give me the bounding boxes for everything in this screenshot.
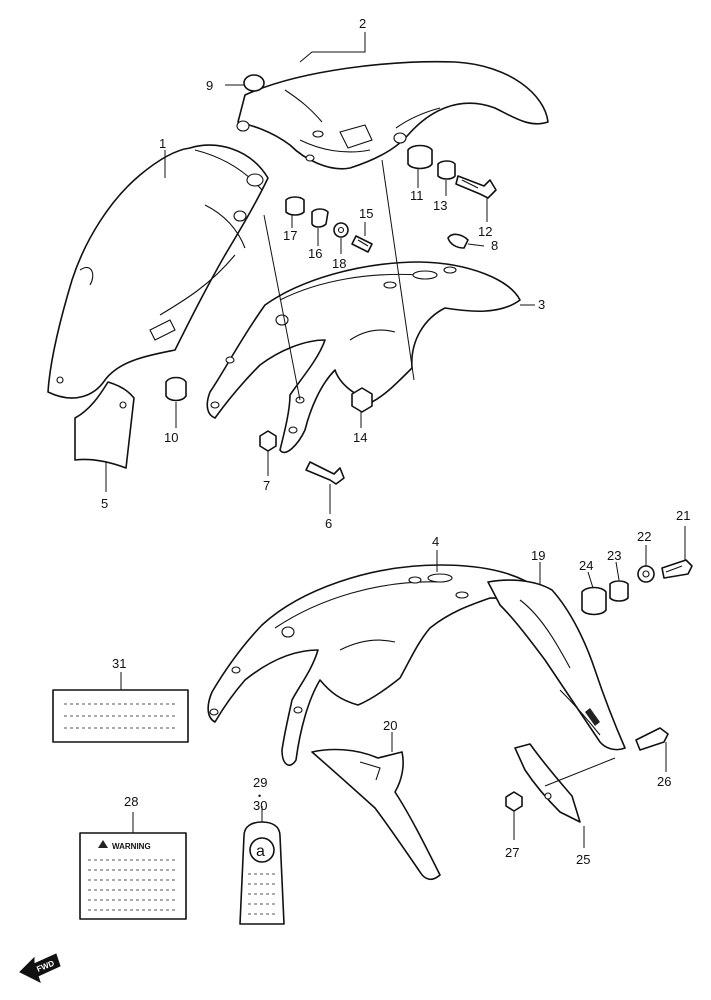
part-2-front-fender[interactable] — [236, 60, 549, 170]
part-3-fender-bracket[interactable] — [206, 261, 521, 454]
callout-17: 17 — [283, 228, 297, 243]
callout-24: 24 — [579, 558, 593, 573]
callout-numbers: 2 9 1 11 13 12 17 15 16 18 8 3 10 14 7 5… — [101, 16, 690, 867]
callout-26: 26 — [657, 774, 671, 789]
callout-30: 30 — [253, 798, 267, 813]
callout-4: 4 — [432, 534, 439, 549]
callout-2: 2 — [359, 16, 366, 31]
part-26-bolt[interactable] — [635, 727, 669, 751]
callout-10: 10 — [164, 430, 178, 445]
part-12-bolt[interactable] — [455, 175, 497, 199]
callout-5: 5 — [101, 496, 108, 511]
callout-9: 9 — [206, 78, 213, 93]
part-17-collar[interactable] — [285, 196, 305, 216]
part-16-spacer[interactable] — [311, 208, 329, 228]
leader-lines — [105, 32, 686, 848]
part-24-grommet[interactable] — [581, 586, 607, 616]
callout-29: 29 — [253, 775, 267, 790]
callout-21: 21 — [676, 508, 690, 523]
part-21-bolt[interactable] — [661, 559, 693, 579]
warning-text: WARNING — [112, 842, 151, 851]
callout-19: 19 — [531, 548, 545, 563]
part-14-nut[interactable] — [351, 387, 373, 413]
callout-8: 8 — [491, 238, 498, 253]
part-4-fender-assembly[interactable] — [207, 564, 541, 766]
callout-31: 31 — [112, 656, 126, 671]
part-7-nut[interactable] — [259, 430, 277, 452]
part-11-grommet[interactable] — [407, 144, 433, 170]
part-28-warning-label[interactable]: WARNING — [79, 832, 187, 920]
part-15-bolt[interactable] — [351, 235, 373, 253]
callout-15: 15 — [359, 206, 373, 221]
part-31-label[interactable] — [52, 689, 189, 743]
callout-27: 27 — [505, 845, 519, 860]
part-25-plate[interactable] — [514, 743, 581, 823]
callout-25: 25 — [576, 852, 590, 867]
callout-28: 28 — [124, 794, 138, 809]
part-19-rear-fender-piece[interactable] — [487, 579, 626, 751]
part-8-clip[interactable] — [447, 233, 469, 249]
tag-a-icon: a — [256, 843, 265, 860]
part-22-washer[interactable] — [637, 565, 655, 583]
callout-22: 22 — [637, 529, 651, 544]
part-9-cap[interactable] — [243, 74, 265, 92]
part-13-spacer[interactable] — [437, 160, 456, 180]
part-10-collar[interactable] — [165, 376, 187, 402]
callout-18: 18 — [332, 256, 346, 271]
callout-23: 23 — [607, 548, 621, 563]
callout-7: 7 — [263, 478, 270, 493]
callout-3: 3 — [538, 297, 545, 312]
callout-20: 20 — [383, 718, 397, 733]
part-29-30-tag-label[interactable]: a — [239, 821, 285, 925]
part-20-inner-bracket[interactable] — [311, 748, 441, 881]
callout-11: 11 — [410, 188, 424, 203]
part-5-mud-flap[interactable] — [74, 381, 135, 469]
callout-12: 12 — [478, 224, 492, 239]
part-6-screw[interactable] — [305, 461, 345, 485]
callout-dot: • — [258, 791, 261, 801]
callout-14: 14 — [353, 430, 367, 445]
fwd-arrow-icon: FWD — [19, 953, 61, 983]
part-18-washer[interactable] — [333, 222, 349, 238]
callout-6: 6 — [325, 516, 332, 531]
callout-16: 16 — [308, 246, 322, 261]
part-27-nut[interactable] — [505, 791, 523, 812]
callout-1: 1 — [159, 136, 166, 151]
part-1-mud-guard[interactable] — [47, 144, 269, 399]
callout-13: 13 — [433, 198, 447, 213]
part-23-spacer[interactable] — [609, 580, 629, 602]
